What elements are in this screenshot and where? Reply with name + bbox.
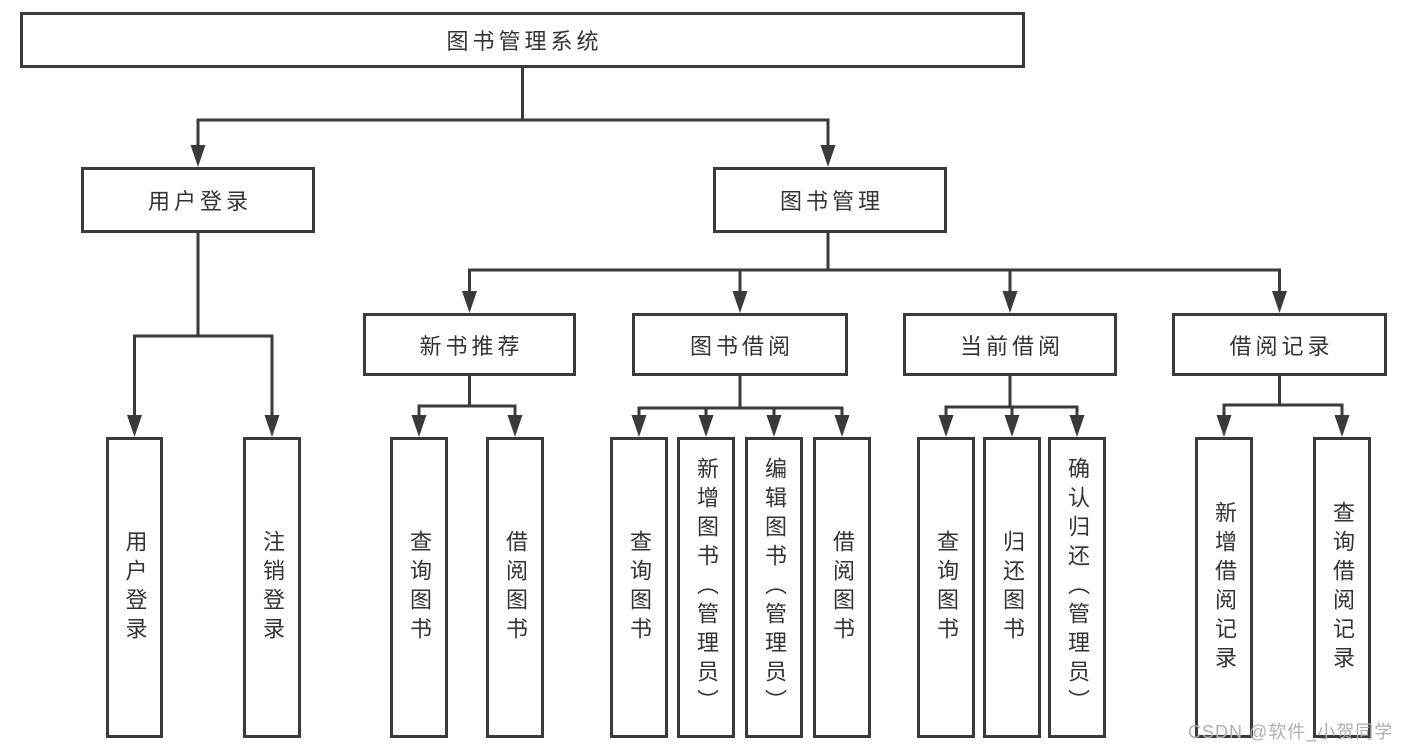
node-label: 新增图书（管理员） xyxy=(694,457,719,718)
node-leaf-edit-books-admin: 编辑图书（管理员） xyxy=(745,437,803,738)
node-user-login-group: 用户登录 xyxy=(81,167,315,233)
node-new-book-recommend: 新书推荐 xyxy=(363,313,576,376)
node-root-library-system: 图书管理系统 xyxy=(20,12,1025,68)
node-leaf-add-borrow-record: 新增借阅记录 xyxy=(1195,437,1253,738)
node-leaf-borrow-books-2: 借阅图书 xyxy=(813,437,871,738)
node-label: 图书管理 xyxy=(779,189,884,214)
arrowheads xyxy=(127,145,1350,437)
node-label: 查询借阅记录 xyxy=(1330,500,1355,675)
node-label: 新书推荐 xyxy=(419,333,524,359)
node-leaf-query-borrow-record: 查询借阅记录 xyxy=(1313,437,1371,738)
node-leaf-add-books-admin: 新增图书（管理员） xyxy=(677,437,735,738)
node-label: 查询图书 xyxy=(407,529,432,646)
node-label: 当前借阅 xyxy=(959,333,1064,359)
node-leaf-confirm-return-admin: 确认归还（管理员） xyxy=(1048,437,1106,738)
node-label: 查询图书 xyxy=(934,529,959,646)
node-leaf-return-books: 归还图书 xyxy=(983,437,1041,738)
node-current-borrowing: 当前借阅 xyxy=(903,313,1117,376)
node-label: 图书借阅 xyxy=(689,333,794,359)
node-label: 用户登录 xyxy=(122,529,148,646)
node-label: 注销登录 xyxy=(260,529,285,646)
node-label: 确认归还（管理员） xyxy=(1065,457,1090,718)
node-leaf-borrow-books-1: 借阅图书 xyxy=(486,437,544,738)
node-label: 归还图书 xyxy=(1000,529,1025,646)
node-label: 图书管理系统 xyxy=(446,29,603,54)
node-label: 借阅图书 xyxy=(503,529,528,646)
node-label: 借阅记录 xyxy=(1229,333,1334,359)
node-label: 新增借阅记录 xyxy=(1212,500,1237,675)
node-book-management: 图书管理 xyxy=(713,167,947,233)
node-book-borrowing: 图书借阅 xyxy=(632,313,848,376)
node-borrowing-records: 借阅记录 xyxy=(1172,313,1387,376)
csdn-watermark: CSDN @软件_小贺同学 xyxy=(1188,722,1394,742)
node-label: 借阅图书 xyxy=(830,529,855,646)
node-leaf-logout: 注销登录 xyxy=(243,437,301,738)
node-label: 用户登录 xyxy=(147,189,252,214)
node-leaf-query-books-1: 查询图书 xyxy=(390,437,448,738)
node-leaf-query-books-2: 查询图书 xyxy=(610,437,668,738)
node-label: 编辑图书（管理员） xyxy=(762,457,787,718)
node-leaf-query-books-3: 查询图书 xyxy=(917,437,975,738)
node-leaf-user-login: 用户登录 xyxy=(106,437,163,738)
node-label: 查询图书 xyxy=(627,529,652,646)
